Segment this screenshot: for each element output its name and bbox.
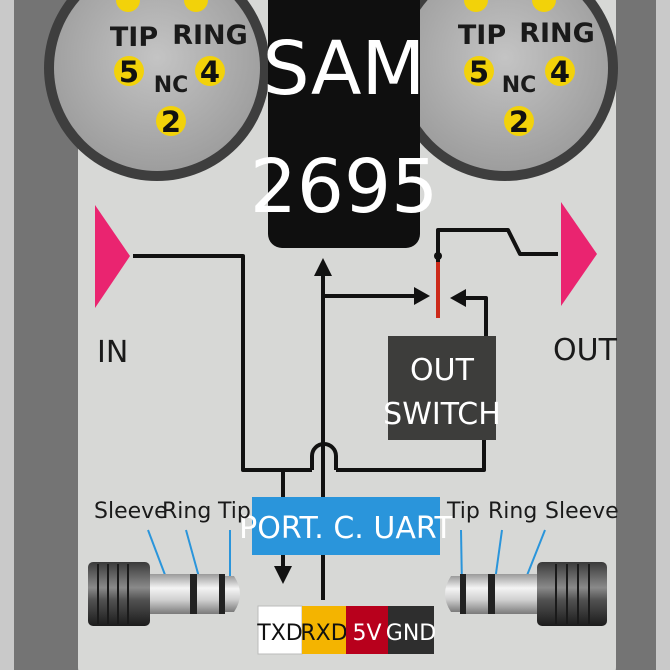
din-pin-2-number: 2 [509, 105, 529, 139]
sam2695-chip: SAM 2695 [250, 0, 438, 248]
jack-tip-insulator [460, 574, 466, 614]
right-audio-jack-icon [445, 562, 607, 626]
uart-label-box [252, 497, 440, 555]
switch-feedback-wire [462, 296, 488, 338]
jack-ring [197, 574, 219, 614]
din-pin-top-right [184, 0, 208, 12]
left-edge [0, 0, 14, 670]
pin-5v-box [346, 606, 388, 654]
din-ring-label: RING [519, 18, 595, 49]
pin-5v-label: 5V [352, 621, 381, 646]
din-pin-4-number: 4 [200, 55, 220, 89]
jack-ring-insulator [190, 574, 197, 614]
gnd-return-wire [336, 440, 486, 472]
din-pin-top-left [116, 0, 140, 12]
jack-sleeve [495, 574, 537, 614]
pin-gnd-label: GND [386, 621, 436, 646]
din-pin-2 [504, 106, 534, 136]
din-pin-4 [195, 56, 225, 86]
switch-pivot [434, 252, 442, 260]
left-jack-tip-label: Tip [217, 499, 251, 524]
chip-line-2: 2695 [250, 144, 438, 230]
din-pin-5 [464, 56, 494, 86]
din-pin-top-left [464, 0, 488, 12]
din-nc-label: NC [154, 73, 189, 98]
right-jack-sleeve-label: Sleeve [545, 499, 619, 524]
right-edge [656, 0, 670, 670]
left-jack-ring-label: Ring [162, 499, 211, 524]
out-label: OUT [553, 333, 618, 368]
jack-ring-insulator [488, 574, 495, 614]
out-arrow-icon [561, 202, 597, 306]
din-pin-5-number: 5 [119, 55, 139, 89]
din-pin-2 [156, 106, 186, 136]
din-pin-top-right [532, 0, 556, 12]
jack-sleeve [150, 574, 190, 614]
left-audio-jack-icon [88, 562, 240, 626]
right-jack-ring-label: Ring [488, 499, 537, 524]
right-din-connector: TIP RING NC 5 4 2 [392, 0, 618, 181]
din-pin-4-number: 4 [550, 55, 570, 89]
din-tip-label: TIP [458, 20, 506, 51]
wire-arrowheads [274, 258, 466, 584]
din-pin-5 [114, 56, 144, 86]
din-face [402, 0, 608, 171]
txd-down-arrow-icon [274, 566, 292, 584]
pin-rxd-label: RXD [300, 621, 347, 646]
din-pin-2-number: 2 [161, 105, 181, 139]
din-tip-label: TIP [110, 22, 158, 53]
left-din-connector: TIP RING NC 5 4 2 [44, 0, 270, 181]
uart-pin-header: TXD RXD 5V GND [256, 605, 436, 655]
uart-label: PORT. C. UART [239, 511, 453, 546]
out-switch-body [388, 336, 496, 440]
chip-input-arrow-icon [314, 258, 332, 276]
din-ring-label: RING [172, 20, 248, 51]
out-switch-line-2: SWITCH [383, 397, 501, 432]
switch-common-wire [436, 228, 558, 272]
jack-tip [225, 576, 240, 612]
din-face [54, 0, 260, 171]
jack-body [537, 562, 607, 626]
pin-rxd-box [302, 606, 346, 654]
jack-tip-insulator [219, 574, 225, 614]
din-pin-4 [545, 56, 575, 86]
out-switch-line-1: OUT [410, 353, 475, 388]
out-switch-box: OUT SWITCH [383, 336, 501, 440]
in-label: IN [97, 335, 128, 370]
chip-line-1: SAM [263, 26, 426, 112]
din-nc-label: NC [502, 73, 537, 98]
switch-input-arrow-icon [414, 287, 430, 305]
din-pin-5-number: 5 [469, 55, 489, 89]
right-jack-tip-label: Tip [446, 499, 480, 524]
chip-body [268, 0, 420, 248]
jack-ring [466, 574, 488, 614]
in-arrow-icon [95, 205, 130, 308]
pin-gnd-box [388, 606, 434, 654]
in-wire [133, 254, 312, 472]
pin-txd-label: TXD [256, 621, 302, 646]
jack-tip [445, 576, 460, 612]
switch-feedback-arrow-icon [450, 289, 466, 307]
left-jack-sleeve-label: Sleeve [94, 499, 168, 524]
